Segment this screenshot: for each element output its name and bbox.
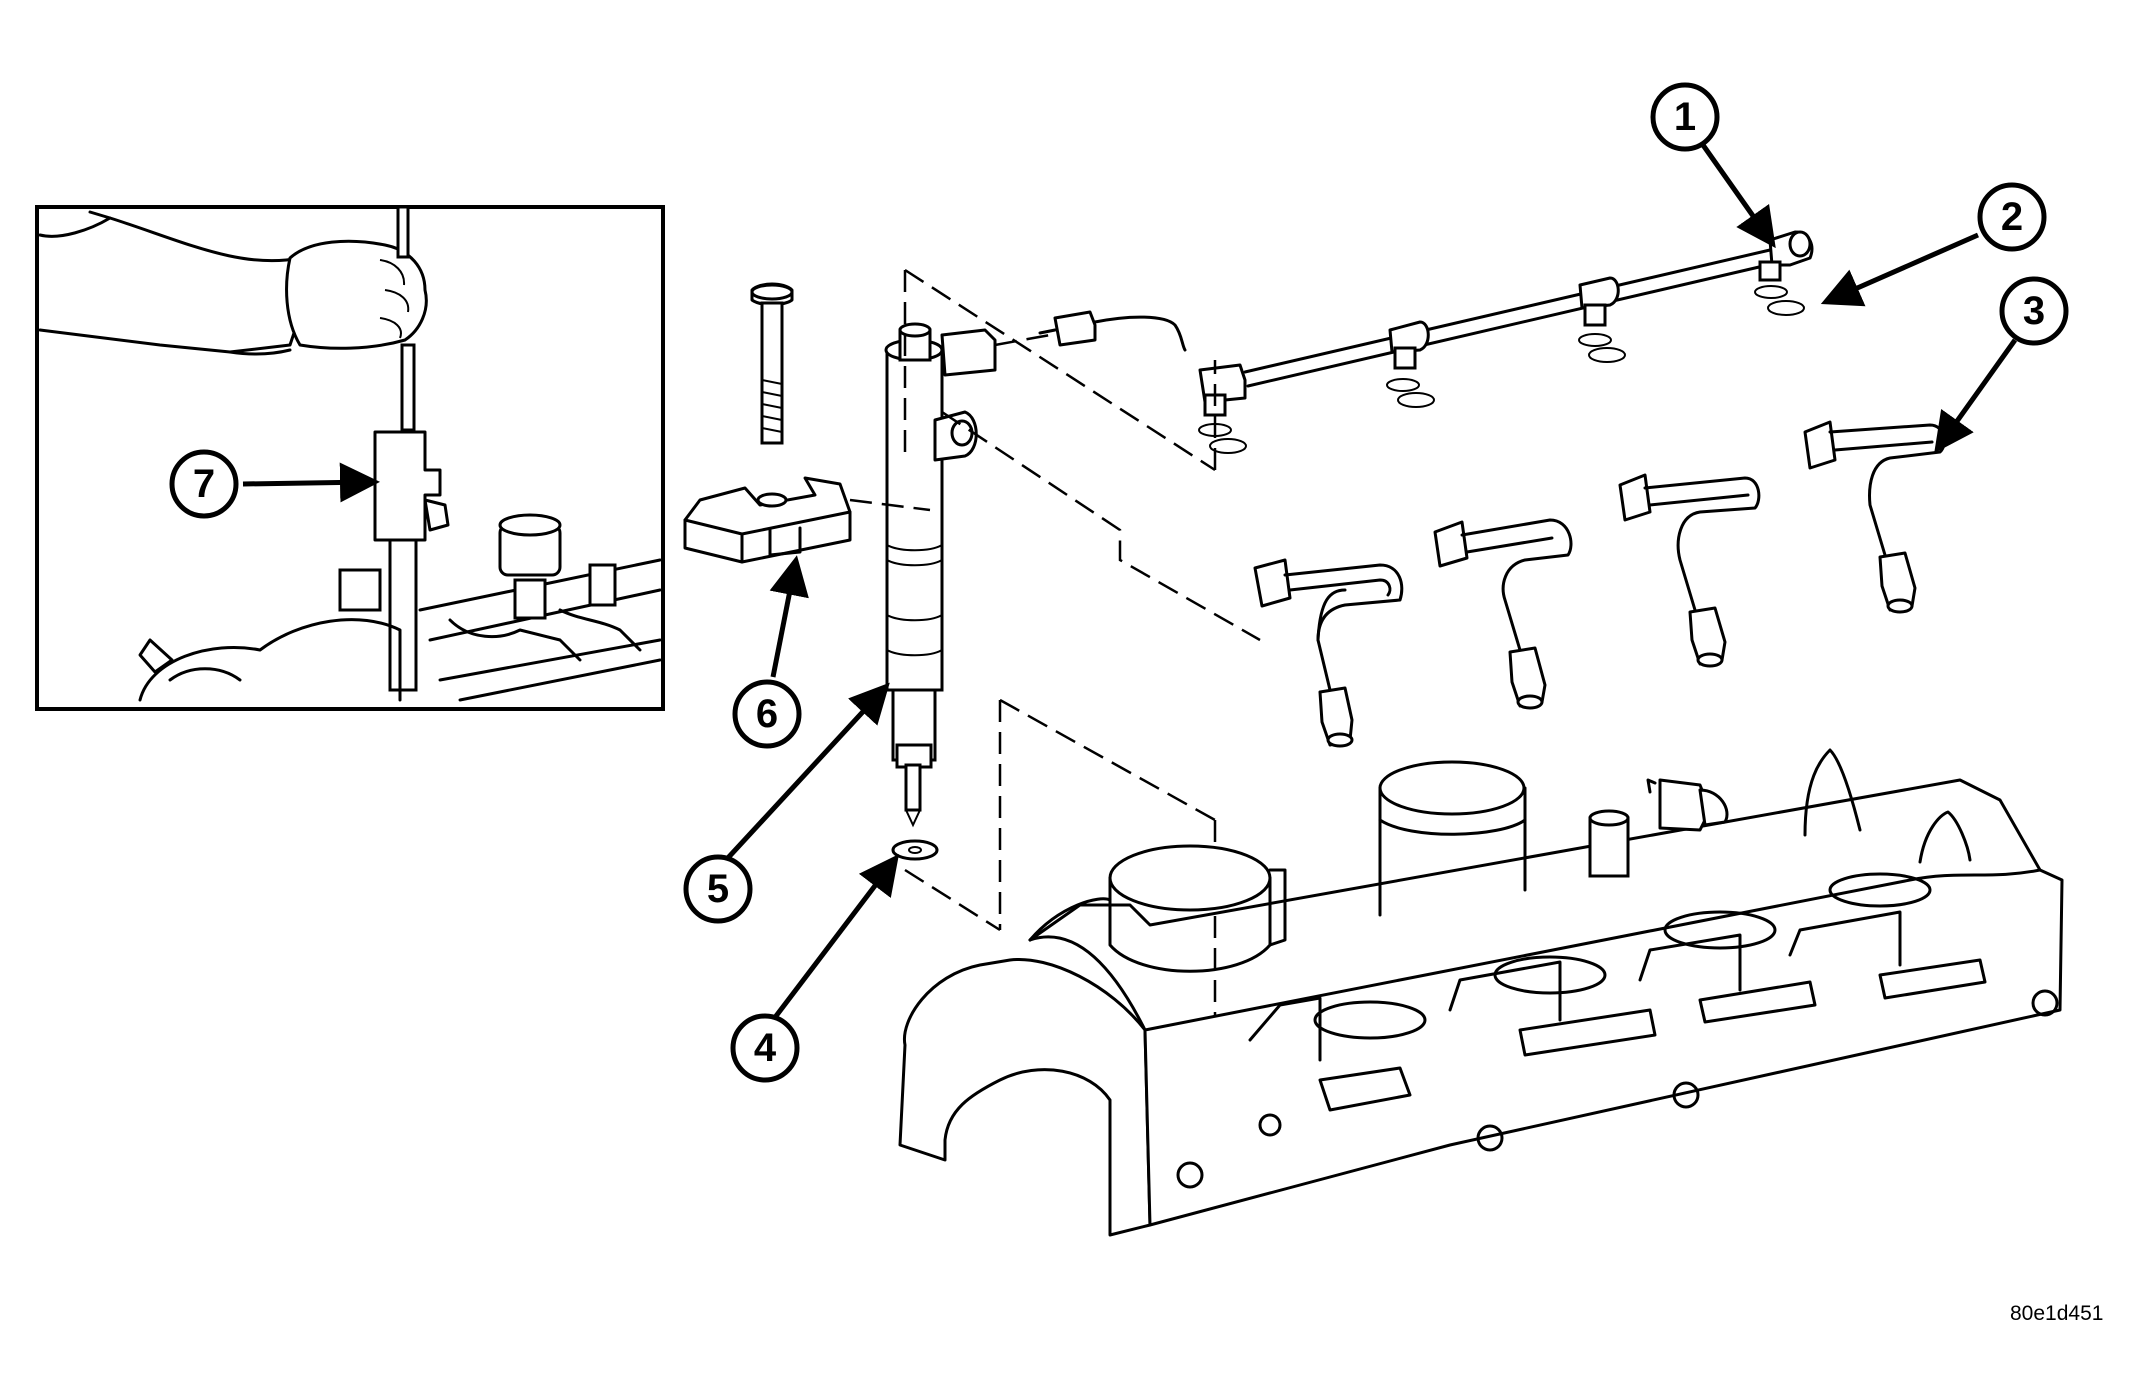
svg-text:5: 5 bbox=[707, 867, 729, 911]
callout-3: 3 bbox=[1999, 276, 2069, 346]
callout-6: 6 bbox=[732, 679, 802, 749]
callout-5: 5 bbox=[683, 854, 753, 924]
callout-leaders bbox=[242, 143, 2018, 1022]
svg-text:6: 6 bbox=[756, 692, 778, 736]
callout-2: 2 bbox=[1977, 182, 2047, 252]
svg-text:2: 2 bbox=[2001, 195, 2023, 239]
fuel-injector bbox=[884, 322, 997, 828]
callout-7: 7 bbox=[169, 449, 239, 519]
svg-text:4: 4 bbox=[754, 1026, 777, 1070]
hold-down-bolt bbox=[750, 282, 794, 445]
figure-id-label: 80e1d451 bbox=[2010, 1302, 2104, 1325]
inset-tool-illustration bbox=[35, 205, 665, 711]
svg-text:1: 1 bbox=[1674, 95, 1696, 139]
svg-text:7: 7 bbox=[193, 462, 215, 506]
callout-1: 1 bbox=[1650, 82, 1720, 152]
svg-text:3: 3 bbox=[2023, 289, 2045, 333]
fuel-rail bbox=[1198, 230, 1814, 417]
injector-seal-washer bbox=[891, 839, 939, 861]
cylinder-head-cover bbox=[898, 748, 2064, 1237]
callout-4: 4 bbox=[730, 1013, 800, 1083]
injector-electrical-connector bbox=[1038, 310, 1187, 352]
injector-clamp bbox=[683, 476, 852, 564]
fuel-injection-lines bbox=[1253, 420, 1946, 748]
